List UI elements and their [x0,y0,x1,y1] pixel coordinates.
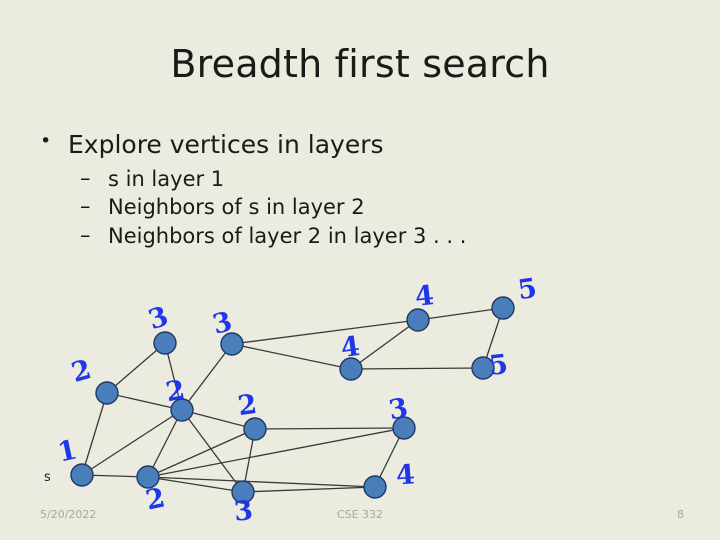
graph-edge [106,392,183,411]
ink-layer-number: 5 [515,272,539,307]
bullet-list: •Explore vertices in layers–s in layer 1… [34,130,674,251]
bullet-item: –Neighbors of s in layer 2 [34,193,674,222]
graph-node[interactable] [136,465,160,489]
source-node-label: s [44,470,51,485]
graph-edge [106,342,166,394]
graph-edge [147,428,256,478]
graph-edge [147,409,183,478]
graph-edge [350,367,484,370]
ink-layer-number: 2 [235,388,259,423]
graph-node[interactable] [491,296,515,320]
graph-node-group [70,296,515,504]
graph-edge [350,319,419,370]
graph-edge [181,343,233,411]
bullet-dash-icon: – [80,223,91,248]
graph-node[interactable] [392,416,416,440]
ink-layer-number: 4 [413,280,436,313]
graph-edge [147,476,244,493]
bullet-item: –Neighbors of layer 2 in layer 3 . . . [34,222,674,251]
graph-edge [147,427,405,478]
bullet-text: Neighbors of layer 2 in layer 3 . . . [108,224,467,249]
footer-page-number: 8 [677,508,684,521]
bullet-text: Explore vertices in layers [68,130,384,159]
bullet-dash-icon: – [80,165,91,190]
graph-node[interactable] [406,308,430,332]
footer-course: CSE 332 [336,508,384,521]
graph-node[interactable] [70,463,94,487]
ink-layer-number: 4 [394,459,416,492]
graph-node[interactable] [220,332,244,356]
graph-edge [147,476,376,488]
bullet-dot-icon: • [40,130,52,152]
graph-edge [181,409,244,493]
page-title: Breadth first search [170,42,550,86]
graph-edge [231,343,352,370]
bullet-item: –s in layer 1 [34,165,674,194]
graph-node[interactable] [243,417,267,441]
footer-date: 5/20/2022 [40,508,97,521]
graph-node[interactable] [471,356,495,380]
graph-edge-group [81,307,504,493]
graph-edge [254,427,405,430]
ink-layer-number: 5 [487,349,510,382]
graph-edge [81,392,108,476]
graph-node[interactable] [95,381,119,405]
graph-node[interactable] [363,475,387,499]
graph-node[interactable] [170,398,194,422]
graph-edge [181,409,256,430]
bullet-text: Neighbors of s in layer 2 [108,195,365,220]
graph-node[interactable] [339,357,363,381]
graph-edge [231,319,419,345]
ink-layer-number: 4 [338,330,362,365]
graph-edge [242,486,376,493]
bullet-item: • Explore vertices in layers [34,130,674,161]
graph-edge [81,409,183,476]
graph-node[interactable] [231,480,255,504]
bullet-text: s in layer 1 [108,166,225,191]
graph-edge [417,307,504,321]
bullet-dash-icon: – [80,194,91,219]
graph-node[interactable] [153,331,177,355]
